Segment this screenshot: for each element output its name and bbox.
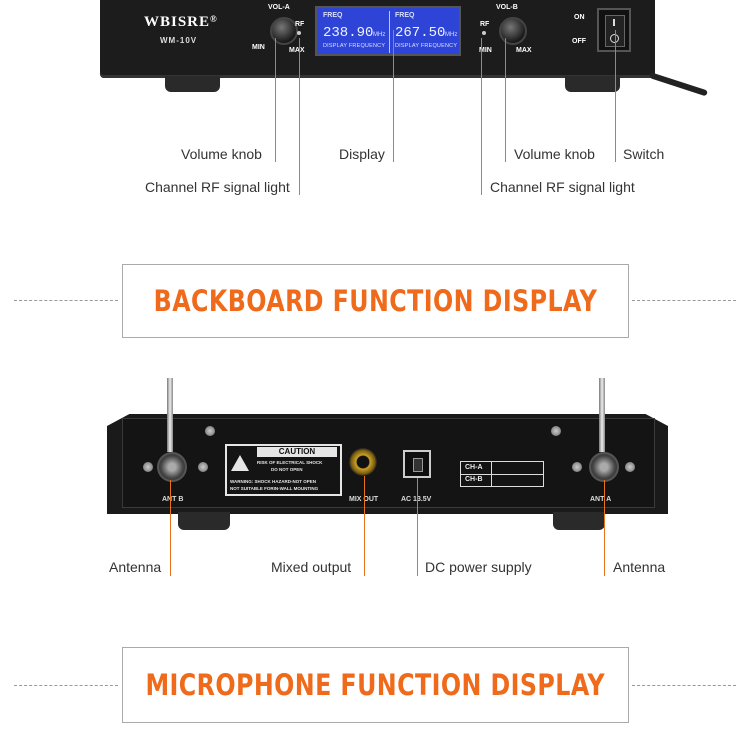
caution-line-3: WARNING: SHOCK HAZARD-NOT OPEN: [230, 479, 316, 484]
callout-rf-light-a: Channel RF signal light: [145, 179, 290, 195]
callout-mixed-output: Mixed output: [271, 559, 352, 575]
antenna-rod-a-front: [599, 400, 605, 452]
switch-on-label: ON: [574, 14, 585, 21]
vol-b-min-label: MIN: [479, 47, 492, 54]
screw-icon: [625, 462, 635, 472]
antenna-rod-b-front: [167, 400, 173, 452]
vol-b-max-label: MAX: [516, 47, 532, 54]
caution-title: CAUTION: [257, 447, 337, 457]
caution-line-1: RISK OF ELECTRICAL SHOCK: [257, 460, 323, 465]
power-cable: [649, 72, 708, 97]
screw-icon: [551, 426, 561, 436]
display-b-caption: DISPLAY FREQUENCY: [395, 43, 458, 49]
callout-line-rf-light-b: [481, 38, 482, 195]
caution-line-2: DO NOT OPEN: [271, 467, 303, 472]
receiver-front-panel: WBISRE® WM-10V VOL-A MIN MAX RF FREQ 238…: [100, 0, 655, 78]
channel-a-label: CH-A: [465, 464, 483, 471]
microphone-section-title: MICROPHONE FUNCTION DISPLAY: [145, 668, 606, 702]
power-switch[interactable]: [597, 8, 631, 52]
callout-dc-power: DC power supply: [425, 559, 532, 575]
display-divider: [389, 11, 390, 53]
callout-line-antenna-left: [170, 480, 171, 576]
backboard-section-title: BACKBOARD FUNCTION DISPLAY: [153, 284, 598, 318]
front-left-foot: [165, 76, 220, 92]
warning-triangle-icon: [231, 455, 249, 471]
rf-a-indicator-light: [297, 31, 301, 35]
mix-out-label: MIX OUT: [349, 496, 379, 503]
callout-volume-knob-b: Volume knob: [514, 146, 595, 162]
callout-line-display: [393, 30, 394, 162]
display-b-unit: MHz: [445, 32, 458, 38]
screw-icon: [143, 462, 153, 472]
volume-knob-b[interactable]: [499, 17, 527, 45]
callout-antenna-right: Antenna: [613, 559, 666, 575]
brand-registered-mark: ®: [210, 14, 218, 24]
channel-table-row-divider: [461, 474, 543, 475]
back-right-foot: [553, 512, 605, 530]
model-number: WM-10V: [160, 36, 198, 45]
callout-line-switch: [615, 30, 616, 162]
rf-b-label: RF: [480, 21, 490, 28]
channel-table: CH-A CH-B: [460, 461, 544, 487]
brand-name: WBISRE: [144, 14, 211, 30]
display-a-unit: MHz: [373, 32, 386, 38]
banner-dash-left: [14, 685, 118, 686]
front-right-foot: [565, 76, 620, 92]
callout-antenna-left: Antenna: [109, 559, 162, 575]
screw-icon: [205, 426, 215, 436]
screw-icon: [198, 462, 208, 472]
banner-dash-right: [632, 685, 736, 686]
vol-a-max-label: MAX: [289, 47, 305, 54]
screw-icon: [572, 462, 582, 472]
antenna-connector-b[interactable]: [157, 452, 187, 482]
banner-dash-left: [14, 300, 118, 301]
callout-line-volume-knob-a: [275, 38, 276, 162]
caution-label-panel: CAUTION RISK OF ELECTRICAL SHOCK DO NOT …: [225, 444, 342, 496]
vol-a-label: VOL-A: [268, 4, 290, 11]
callout-display: Display: [339, 146, 385, 162]
callout-volume-knob-a: Volume knob: [181, 146, 262, 162]
callout-switch: Switch: [623, 146, 665, 162]
backboard-section-banner: BACKBOARD FUNCTION DISPLAY: [122, 264, 629, 338]
channel-table-col-divider: [491, 462, 492, 486]
mix-out-jack[interactable]: [349, 448, 377, 476]
callout-line-rf-light-a: [299, 38, 300, 195]
brand-logo: WBISRE®: [144, 14, 218, 31]
callout-line-dc-power: [417, 478, 418, 576]
rf-a-label: RF: [295, 21, 305, 28]
ac-power-label: AC 13.5V: [401, 496, 432, 503]
display-a-caption: DISPLAY FREQUENCY: [323, 43, 386, 49]
rf-b-indicator-light: [482, 31, 486, 35]
ant-a-label: ANT A: [590, 496, 612, 503]
frequency-display: FREQ 238.90 MHz DISPLAY FREQUENCY FREQ 2…: [315, 6, 461, 56]
callout-line-antenna-right: [604, 480, 605, 576]
switch-off-label: OFF: [572, 38, 586, 45]
caution-line-4: NOT SUITABLE FORIN-WALL MOUNTING: [230, 486, 319, 491]
display-a-frequency: 238.90: [323, 25, 374, 41]
volume-knob-a[interactable]: [270, 17, 298, 45]
switch-off-mark: [610, 34, 619, 43]
back-left-foot: [178, 512, 230, 530]
switch-on-mark: [613, 19, 615, 26]
ant-b-label: ANT B: [162, 496, 184, 503]
display-b-freq-label: FREQ: [395, 12, 415, 19]
display-b-frequency: 267.50: [395, 25, 446, 41]
banner-dash-right: [632, 300, 736, 301]
vol-b-label: VOL-B: [496, 4, 518, 11]
dc-power-pin: [413, 458, 423, 472]
channel-b-label: CH-B: [465, 476, 483, 483]
callout-line-volume-knob-b: [505, 38, 506, 162]
callout-line-mixed-output: [364, 476, 365, 576]
vol-a-min-label: MIN: [252, 44, 265, 51]
callout-rf-light-b: Channel RF signal light: [490, 179, 635, 195]
display-a-freq-label: FREQ: [323, 12, 343, 19]
antenna-connector-a[interactable]: [589, 452, 619, 482]
dc-power-socket[interactable]: [403, 450, 431, 478]
microphone-section-banner: MICROPHONE FUNCTION DISPLAY: [122, 647, 629, 723]
